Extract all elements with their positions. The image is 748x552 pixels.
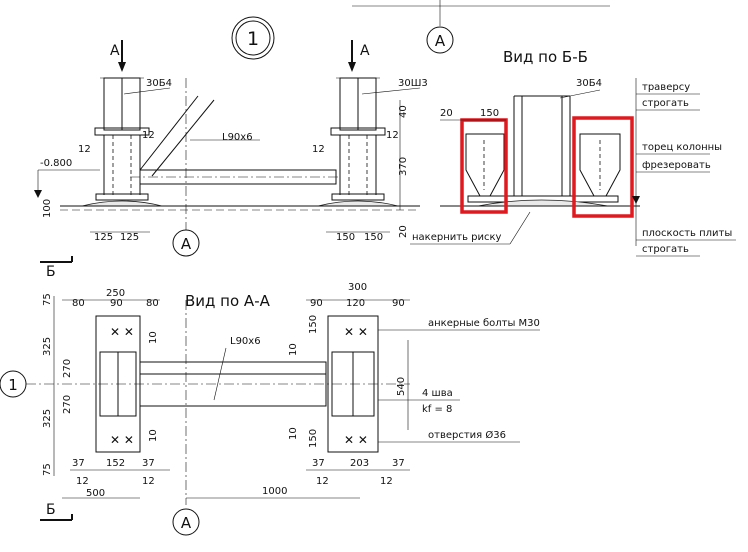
plan-dim-300: 300	[348, 282, 367, 293]
highlight-right	[572, 116, 634, 218]
axis-1-left-label: 1	[8, 376, 18, 394]
bolt-icon-l2: ✕ ✕	[110, 433, 134, 447]
plan-dim-75b: 75	[42, 463, 53, 476]
plan-dim-37d: 37	[392, 458, 405, 469]
dim-12-a: 12	[78, 144, 91, 155]
note-column-end: торец колонны	[642, 142, 722, 153]
bb-dim-150: 150	[480, 108, 499, 119]
plan-dim-12a: 12	[76, 476, 89, 487]
bb-col-profile: 30Б4	[576, 78, 602, 89]
dim-40: 40	[398, 105, 409, 118]
dim-100: 100	[42, 199, 53, 218]
plan-dim-540: 540	[396, 377, 407, 396]
col-left-profile: 30Б4	[146, 78, 172, 89]
section-a-right-label: А	[360, 43, 370, 59]
plan-dim-75a: 75	[42, 293, 53, 306]
note-anchor: анкерные болты М30	[428, 318, 540, 329]
plan-dim-10b: 10	[148, 429, 159, 442]
section-a-left: А	[110, 40, 126, 72]
col-right-profile: 30Ш3	[398, 78, 428, 89]
plan-dim-325a: 325	[42, 337, 53, 356]
dim-12-d: 12	[386, 130, 399, 141]
plan-dim-203: 203	[350, 458, 369, 469]
dim-125-b: 125	[120, 232, 139, 243]
axis-1-label: 1	[247, 28, 259, 50]
bolt-icon-r1: ✕ ✕	[344, 325, 368, 339]
note-mill: фрезеровать	[642, 160, 711, 171]
plan-dim-250: 250	[106, 288, 125, 299]
axis-a-mid-label: А	[181, 235, 192, 253]
plan-brace-profile: L90x6	[230, 336, 261, 347]
plan-dim-90c: 90	[392, 298, 405, 309]
plan-dim-325b: 325	[42, 409, 53, 428]
plan-dim-152: 152	[106, 458, 125, 469]
plan-dim-120: 120	[346, 298, 365, 309]
note-weld1: 4 шва	[422, 388, 453, 399]
view-bb: Вид по Б-Б 30Б4 20 150 траверсу строгать…	[440, 48, 736, 257]
plan-dim-37a: 37	[72, 458, 85, 469]
note-plane2: строгать	[642, 244, 689, 255]
note-plane1: строгать	[642, 98, 689, 109]
plan-dim-80b: 80	[146, 298, 159, 309]
plan-dim-12c: 12	[316, 476, 329, 487]
dim-125-a: 125	[94, 232, 113, 243]
plan-dim-10a: 10	[148, 331, 159, 344]
dim-12-b: 12	[142, 130, 155, 141]
plan-dim-500: 500	[86, 488, 105, 499]
axis-a-bottom-label: А	[181, 514, 192, 532]
axis-1-marker: 1	[231, 16, 275, 60]
view-aa: Вид по А-А 1 ✕ ✕ ✕ ✕ L90x6 ✕ ✕ ✕ ✕ 250 8…	[0, 282, 540, 536]
bb-dim-20: 20	[440, 108, 453, 119]
dim-12-c: 12	[312, 144, 325, 155]
plan-dim-150a: 150	[308, 315, 319, 334]
section-b-bottom-label: Б	[46, 502, 56, 518]
punch-note: накернить риску	[412, 232, 502, 243]
dim-370: 370	[398, 157, 409, 176]
view-aa-title: Вид по А-А	[185, 292, 271, 310]
bolt-icon-l1: ✕ ✕	[110, 325, 134, 339]
plan-dim-80a: 80	[72, 298, 85, 309]
section-b-bottom: Б	[40, 502, 73, 521]
plan-dim-12d: 12	[380, 476, 393, 487]
plan-dim-270b: 270	[62, 395, 73, 414]
dim-150-a: 150	[336, 232, 355, 243]
plan-dim-12b: 12	[142, 476, 155, 487]
dim-20: 20	[398, 225, 409, 238]
plan-dim-10c: 10	[288, 343, 299, 356]
plan-dim-90b: 90	[310, 298, 323, 309]
elevation-view: 30Б4 L90x6 30Ш3 -0.80	[34, 77, 531, 257]
plan-dim-37c: 37	[312, 458, 325, 469]
note-holes: отверстия Ø36	[428, 429, 506, 441]
dim-150-b: 150	[364, 232, 383, 243]
note-plate-plane: плоскость плиты	[642, 228, 732, 239]
bolt-icon-r2: ✕ ✕	[344, 433, 368, 447]
axis-a-top-label: А	[435, 32, 446, 50]
section-b-top-label: Б	[46, 264, 56, 280]
axis-a-top-marker: А	[426, 26, 454, 54]
section-a-left-label: А	[110, 43, 120, 59]
view-bb-title: Вид по Б-Б	[503, 48, 588, 66]
note-traverse: траверсу	[642, 82, 690, 93]
plan-dim-150b: 150	[308, 429, 319, 448]
note-weld2: kf = 8	[422, 404, 452, 415]
plan-dim-1000: 1000	[262, 486, 287, 497]
plan-dim-10d: 10	[288, 427, 299, 440]
level-label: -0.800	[40, 158, 72, 169]
plan-dim-90a: 90	[110, 298, 123, 309]
plan-dim-270a: 270	[62, 359, 73, 378]
plan-dim-37b: 37	[142, 458, 155, 469]
section-a-right: А	[348, 40, 370, 72]
brace-profile: L90x6	[222, 132, 253, 143]
section-b-top: Б	[40, 256, 73, 280]
